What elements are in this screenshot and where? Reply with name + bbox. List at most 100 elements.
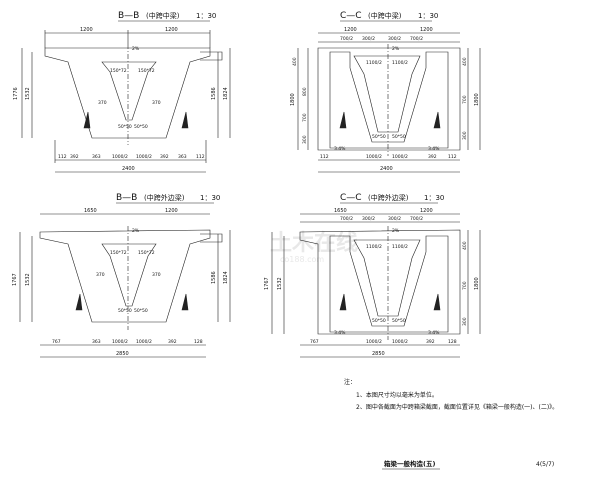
section-subtitle: (中跨中梁): [146, 11, 180, 20]
bottom-dim: 392: [426, 339, 435, 345]
girder-outline: [317, 47, 461, 151]
bottom-dim: 767: [52, 339, 61, 345]
height-dim: 400: [462, 57, 468, 66]
height-dim: 1586: [211, 87, 217, 100]
page-number: 4(5/7): [536, 461, 554, 468]
bottom-dim: 392: [428, 154, 437, 160]
section-title: C—C: [340, 11, 362, 21]
bottom-dim: 128: [194, 339, 203, 345]
side-dim: 370: [98, 100, 107, 106]
slope-label: 2%: [392, 228, 400, 234]
top-dim: 1200: [344, 27, 357, 33]
height-dim: 300: [462, 131, 468, 140]
section-scale: 1：30: [196, 12, 216, 20]
section-bb-middle-beam: B—B (中跨中梁) 1：30 1200 1200 2% 150*72 150*…: [13, 11, 231, 173]
height-dim: 1532: [25, 87, 31, 100]
section-subtitle: (中跨外边梁): [144, 193, 185, 202]
height-dim: 400: [462, 241, 468, 250]
height-dim: 1767: [264, 277, 270, 290]
bottom-dim: 112: [58, 154, 67, 160]
height-dim: 1824: [223, 87, 229, 100]
top-dim: 700/2: [410, 36, 423, 42]
total-width: 2400: [380, 166, 393, 172]
section-mark: [181, 293, 189, 311]
section-bb-outer-edge-beam: B—B (中跨外边梁) 1：30 1650 1200 2% 150*72 150…: [12, 193, 231, 358]
section-title: B—B: [118, 11, 139, 21]
bottom-dim: 363: [178, 154, 187, 160]
top-dim: 700/2: [410, 216, 423, 222]
bottom-dim: 363: [92, 154, 101, 160]
side-dim: 370: [152, 100, 161, 106]
top-dim: 300/2: [388, 216, 401, 222]
bottom-dim: 112: [448, 154, 457, 160]
bottom-dim: 1000/2: [136, 339, 152, 345]
chamfer-label: 50*50: [118, 124, 132, 130]
side-dim: 370: [152, 272, 161, 278]
note-item: 2、图中各截面为中跨箱梁截面，截面位置详见《箱梁一般构造(一)、(二)》。: [356, 403, 558, 411]
inner-cell: [101, 61, 157, 121]
chamfer-label: 1100/2: [366, 244, 382, 250]
chamfer-label: 50*50: [134, 124, 148, 130]
top-dim: 1200: [420, 208, 433, 214]
height-dim: 800: [302, 87, 308, 96]
side-dim: 3.4%: [334, 146, 346, 152]
inner-cell: [353, 55, 421, 133]
height-dim: 1800: [474, 93, 480, 106]
height-dim: 700: [462, 281, 468, 290]
girder-outline: [299, 229, 461, 335]
section-cc-middle-beam: C—C (中跨中梁) 1：30 1200 1200 700/2 300/2 30…: [290, 11, 481, 173]
notes-block: 注： 1、本图尺寸均以毫米为单位。 2、图中各截面为中跨箱梁截面，截面位置详见《…: [344, 378, 558, 411]
inner-cell: [101, 243, 157, 307]
top-dim: 300/2: [388, 36, 401, 42]
height-dim: 1824: [223, 271, 229, 284]
bottom-dim: 1000/2: [366, 154, 382, 160]
chamfer-label: 50*50: [372, 318, 386, 324]
flange-stub: [200, 233, 223, 243]
title-block: 箱梁一般构造(五) 4(5/7): [382, 459, 554, 470]
section-subtitle: (中跨外边梁): [368, 193, 409, 202]
total-width: 2850: [372, 351, 385, 357]
top-dim: 1200: [165, 27, 178, 33]
height-dim: 1800: [474, 277, 480, 290]
section-mark: [433, 111, 441, 129]
total-width: 2400: [122, 166, 135, 172]
height-dim: 700: [302, 113, 308, 122]
section-mark: [75, 293, 83, 311]
top-dim: 1650: [334, 208, 347, 214]
height-dim: 700: [462, 95, 468, 104]
girder-outline: [39, 229, 211, 323]
top-dim: 700/2: [340, 36, 353, 42]
section-scale: 1：30: [424, 194, 444, 202]
chamfer-label: 50*50: [372, 134, 386, 140]
section-scale: 1：30: [200, 194, 220, 202]
chamfer-label: 50*50: [392, 134, 406, 140]
top-dim: 300/2: [362, 216, 375, 222]
bottom-dim: 363: [92, 339, 101, 345]
top-dim: 300/2: [362, 36, 375, 42]
height-dim: 1767: [12, 273, 18, 286]
bottom-dim: 767: [310, 339, 319, 345]
height-dim: 1532: [277, 277, 283, 290]
section-mark: [83, 111, 91, 129]
slope-label: 2%: [132, 46, 140, 52]
inner-cell: [353, 239, 421, 317]
side-dim: 3.4%: [428, 146, 440, 152]
chamfer-label: 150*72: [110, 68, 127, 74]
section-mark: [339, 293, 347, 311]
web-outline: [329, 51, 449, 149]
height-dim: 300: [302, 135, 308, 144]
chamfer-label: 50*50: [392, 318, 406, 324]
chamfer-label: 150*72: [138, 68, 155, 74]
bottom-dim: 1000/2: [112, 339, 128, 345]
top-dim: 1650: [84, 208, 97, 214]
drawing-title: 箱梁一般构造(五): [384, 459, 435, 468]
section-mark: [339, 111, 347, 129]
chamfer-label: 150*72: [138, 250, 155, 256]
slope-label: 2%: [392, 46, 400, 52]
height-dim: 1586: [211, 271, 217, 284]
bottom-dim: 1000/2: [392, 154, 408, 160]
section-mark: [181, 111, 189, 129]
top-dim: 1200: [80, 27, 93, 33]
web-outline: [329, 235, 449, 333]
